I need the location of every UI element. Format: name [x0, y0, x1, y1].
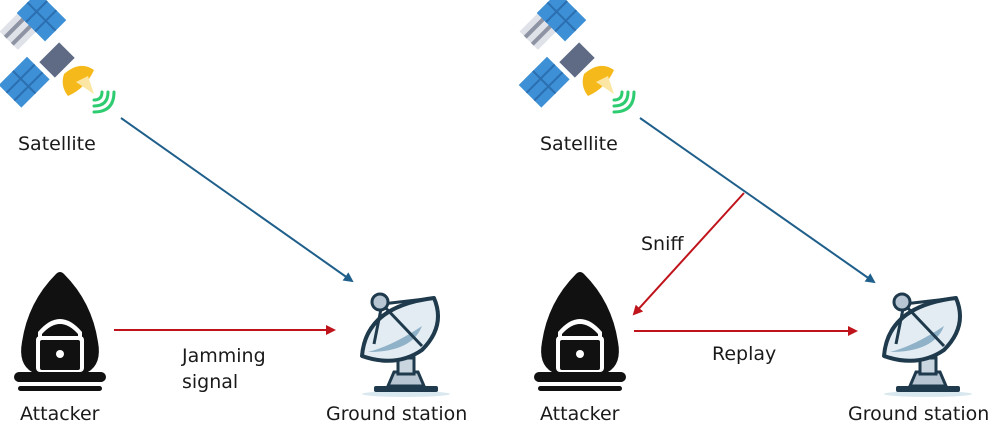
sniff-arrow — [632, 192, 745, 316]
sniff-label: Sniff — [641, 233, 684, 255]
attacker-label: Attacker — [20, 403, 100, 425]
ground-station-label: Ground station — [848, 403, 989, 425]
hacker-icon — [534, 272, 626, 391]
satellite-label: Satellite — [18, 133, 96, 155]
satellite-dish-icon — [360, 292, 452, 399]
jamming-label-line1: Jamming — [181, 345, 266, 367]
satellite-label: Satellite — [540, 133, 618, 155]
downlink-arrow — [120, 117, 354, 283]
downlink-arrow — [639, 117, 876, 284]
hacker-icon — [14, 272, 106, 391]
jamming-label-line2: signal — [182, 371, 238, 393]
replay-label: Replay — [712, 343, 776, 365]
satellite-icon — [0, 0, 116, 114]
satellite-dish-icon — [882, 292, 974, 399]
ground-station-label: Ground station — [326, 403, 467, 425]
attacker-label: Attacker — [540, 403, 620, 425]
satellite-icon — [517, 0, 636, 114]
panel-replay: Satellite Sniff Attacker Replay Ground s… — [517, 0, 989, 425]
panel-jamming: Satellite Attacker Jamming signal Ground… — [0, 0, 467, 425]
